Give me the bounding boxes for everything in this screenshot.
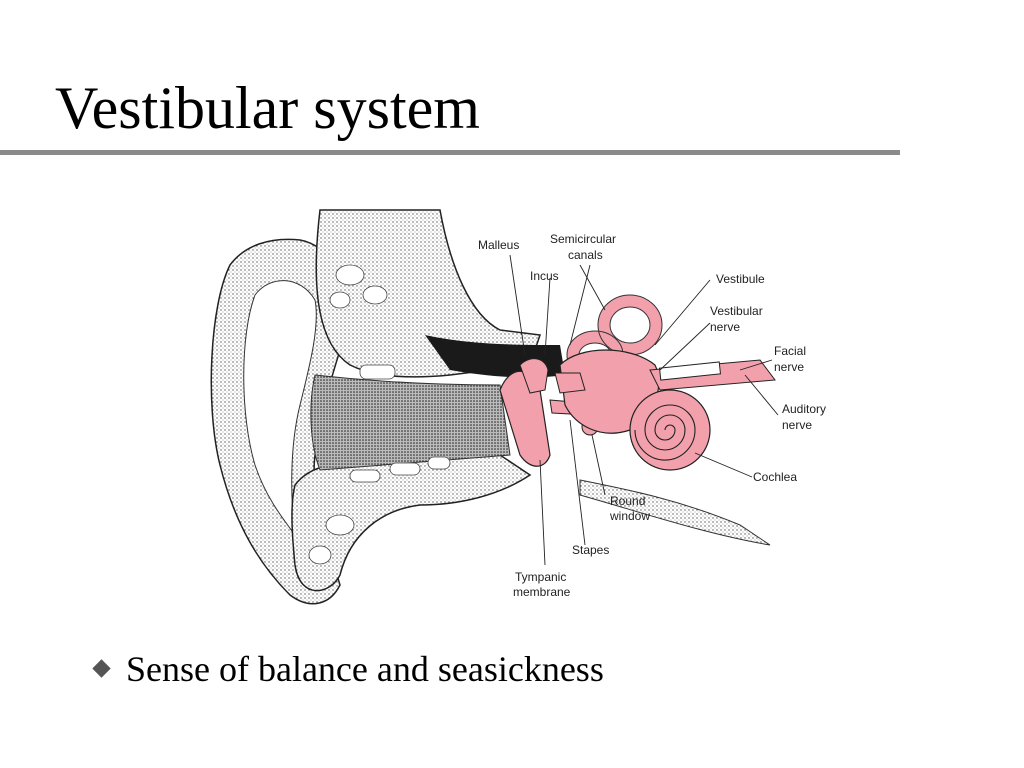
label-tympanic-membrane-2: membrane xyxy=(513,585,571,599)
label-vestibule: Vestibule xyxy=(716,272,765,286)
slide-title: Vestibular system xyxy=(55,75,480,141)
title-divider xyxy=(0,150,900,155)
bullet-item: Sense of balance and seasickness xyxy=(92,648,604,690)
label-facial-nerve-2: nerve xyxy=(774,360,804,374)
bullet-text: Sense of balance and seasickness xyxy=(126,649,604,689)
label-auditory-nerve-2: nerve xyxy=(782,418,812,432)
temporal-bone xyxy=(315,209,542,378)
label-round-window-2: window xyxy=(609,509,650,523)
label-vestibular-nerve-2: nerve xyxy=(710,320,740,334)
label-facial-nerve-1: Facial xyxy=(774,344,806,358)
label-cochlea: Cochlea xyxy=(753,470,797,484)
label-incus: Incus xyxy=(530,269,559,283)
pinna-inner xyxy=(243,280,317,537)
malleus-bone xyxy=(519,358,549,394)
label-round-window-1: Round xyxy=(610,494,645,508)
ear-anatomy-diagram: Malleus Semicircular canals Incus Vestib… xyxy=(200,205,840,615)
label-semicircular-canals-2: canals xyxy=(568,248,603,262)
label-auditory-nerve-1: Auditory xyxy=(782,402,826,416)
tympanic-membrane-shape xyxy=(499,370,551,467)
label-vestibular-nerve-1: Vestibular xyxy=(710,304,763,318)
label-semicircular-canals-1: Semicircular xyxy=(550,232,616,246)
label-malleus: Malleus xyxy=(478,238,519,252)
diamond-bullet-icon xyxy=(92,659,112,679)
label-stapes: Stapes xyxy=(572,543,609,557)
ear-canal xyxy=(310,374,511,471)
cochlea-shape xyxy=(629,389,711,471)
label-tympanic-membrane-1: Tympanic xyxy=(515,570,566,584)
